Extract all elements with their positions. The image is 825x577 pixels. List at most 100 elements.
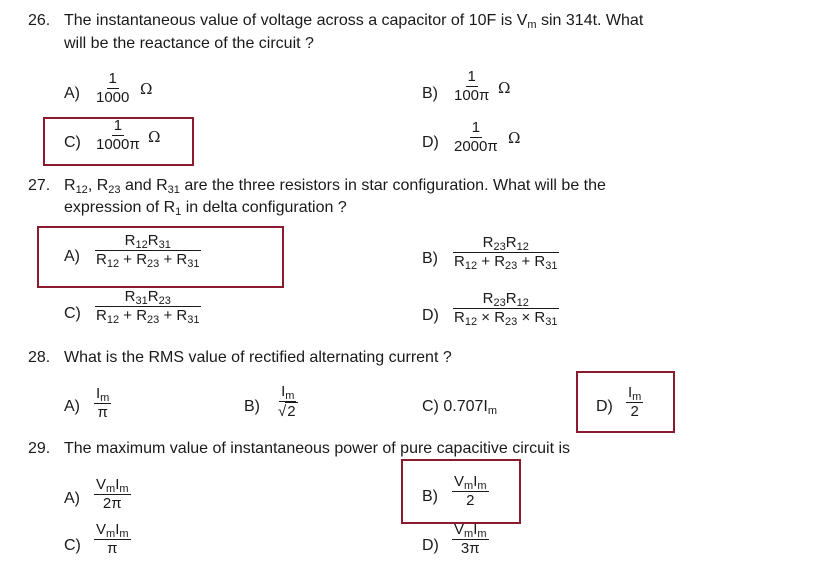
q28-option-d-den: 2 — [630, 403, 639, 420]
q26-text-line1: The instantaneous value of voltage acros… — [64, 10, 643, 31]
q27-option-b-den: R12 + R23 + R31 — [452, 253, 560, 272]
q27-sub: 12 — [464, 316, 478, 328]
q27-sep: , — [87, 177, 97, 194]
q27-sub: 31 — [167, 184, 180, 196]
q26-option-c-den: 1000π — [96, 136, 140, 153]
q27-r: R — [176, 251, 188, 268]
q29-answer-marker — [401, 459, 521, 524]
q29-sub: m — [106, 528, 116, 540]
q29-i: I — [115, 476, 120, 493]
q26-option-d-unit: Ω — [508, 129, 521, 147]
q27-option-c-num: R31R23 — [94, 288, 201, 307]
q27-r: R — [494, 309, 506, 326]
q29-option-d-fraction: VmIm 3π — [452, 521, 489, 558]
q27-option-c-den: R12 + R23 + R31 — [94, 307, 202, 326]
q28-option-a-den: π — [97, 404, 108, 421]
q27-text-line2-b: in delta configuration ? — [181, 199, 347, 216]
q28-option-a-fraction: Im π — [94, 385, 112, 422]
q28-i: I — [281, 383, 286, 400]
q27-sub: 23 — [158, 295, 171, 307]
q27-sub: 12 — [106, 258, 120, 270]
q27-option-b-label: B) — [422, 250, 438, 267]
q27-times: × — [477, 309, 495, 326]
q27-r: R — [147, 288, 159, 305]
q27-option-c-fraction: R31R23 R12 + R23 + R31 — [94, 288, 202, 326]
q27-sub: 12 — [516, 241, 529, 253]
q27-option-a-fraction: R12R31 R12 + R23 + R31 — [94, 232, 202, 270]
q26-option-b-unit: Ω — [498, 79, 511, 97]
q28-sub: m — [487, 405, 497, 417]
q26-text-sub: m — [527, 19, 537, 31]
q27-sub: 31 — [187, 258, 200, 270]
q26-option-a-label: A) — [64, 85, 80, 102]
q28-text: What is the RMS value of rectified alter… — [64, 349, 452, 366]
q29-option-b-num: VmIm — [452, 473, 489, 492]
q27-option-d-label: D) — [422, 307, 439, 324]
q29-sub: m — [477, 528, 487, 540]
q29-option-b-fraction: VmIm 2 — [452, 473, 489, 510]
q27-option-c-label: C) — [64, 305, 81, 322]
q29-sub: m — [464, 528, 474, 540]
q27-text-line2: expression of R1 in delta configuration … — [64, 197, 347, 218]
q27-sub: 23 — [147, 314, 160, 326]
q27-plus: + — [119, 251, 137, 268]
q28-option-b-num: Im — [279, 383, 297, 402]
q27-r: R — [505, 290, 517, 307]
q26-option-c-unit: Ω — [148, 128, 161, 146]
q27-sub: 23 — [505, 316, 518, 328]
q29-option-c-den: π — [107, 540, 118, 557]
q26-option-d-den: 2000π — [454, 138, 498, 155]
q27-and: and — [120, 177, 157, 194]
q27-r: R — [176, 307, 188, 324]
q27-sub: 12 — [464, 260, 478, 272]
q26-option-b-fraction: 1 100π — [452, 68, 491, 105]
q26-option-a-fraction: 1 1000 — [94, 70, 131, 107]
q29-option-d-den: 3π — [460, 540, 480, 557]
q27-r: R — [534, 253, 546, 270]
q29-sub: m — [477, 480, 487, 492]
q29-option-a-num: VmIm — [94, 476, 131, 495]
q27-r: R — [534, 309, 546, 326]
q29-sub: m — [464, 480, 474, 492]
q29-v: V — [96, 521, 107, 538]
q27-sub: 31 — [187, 314, 200, 326]
q27-sub: 23 — [147, 258, 160, 270]
q27-r: R — [482, 234, 494, 251]
q28-i: I — [628, 384, 633, 401]
q27-sub: 31 — [135, 295, 148, 307]
q28-option-d-num: Im — [626, 384, 644, 403]
q27-times: × — [517, 309, 535, 326]
q26-text-line2: will be the reactance of the circuit ? — [64, 35, 314, 52]
q29-option-c-fraction: VmIm π — [94, 521, 131, 558]
q27-sub: 12 — [75, 184, 88, 196]
q27-sub: 23 — [505, 260, 518, 272]
q27-r: R — [482, 290, 494, 307]
q29-option-a-label: A) — [64, 490, 80, 507]
q28-option-c-value: 0.707I — [443, 398, 488, 415]
q27-number: 27. — [28, 177, 51, 194]
q27-text-mid: are the three resistors in star configur… — [179, 177, 606, 194]
q26-option-a-den: 1000 — [96, 89, 130, 106]
q27-plus: + — [477, 253, 495, 270]
q26-option-b-den: 100π — [454, 87, 490, 104]
q26-number: 26. — [28, 12, 51, 29]
q27-option-d-den: R12 × R23 × R31 — [452, 309, 560, 328]
q27-sub: 12 — [516, 297, 529, 309]
q29-option-b-den: 2 — [466, 492, 475, 509]
q27-plus: + — [159, 307, 177, 324]
q27-sub: 23 — [493, 297, 506, 309]
q29-sub: m — [106, 483, 116, 495]
q26-option-b-label: B) — [422, 85, 438, 102]
q27-sub: 12 — [135, 239, 148, 251]
q27-r: R — [124, 288, 136, 305]
q27-option-a-den: R12 + R23 + R31 — [94, 251, 202, 270]
q26-text-b: sin 314t. What — [536, 12, 644, 29]
q27-sub: 31 — [545, 260, 558, 272]
q28-option-c: C) 0.707Im — [422, 398, 497, 417]
q26-option-d-label: D) — [422, 134, 439, 151]
q27-answer-marker — [37, 226, 284, 288]
q28-i: I — [96, 385, 101, 402]
q29-text: The maximum value of instantaneous power… — [64, 440, 571, 457]
q29-i: I — [473, 521, 478, 538]
q26-option-d-num: 1 — [469, 119, 483, 138]
